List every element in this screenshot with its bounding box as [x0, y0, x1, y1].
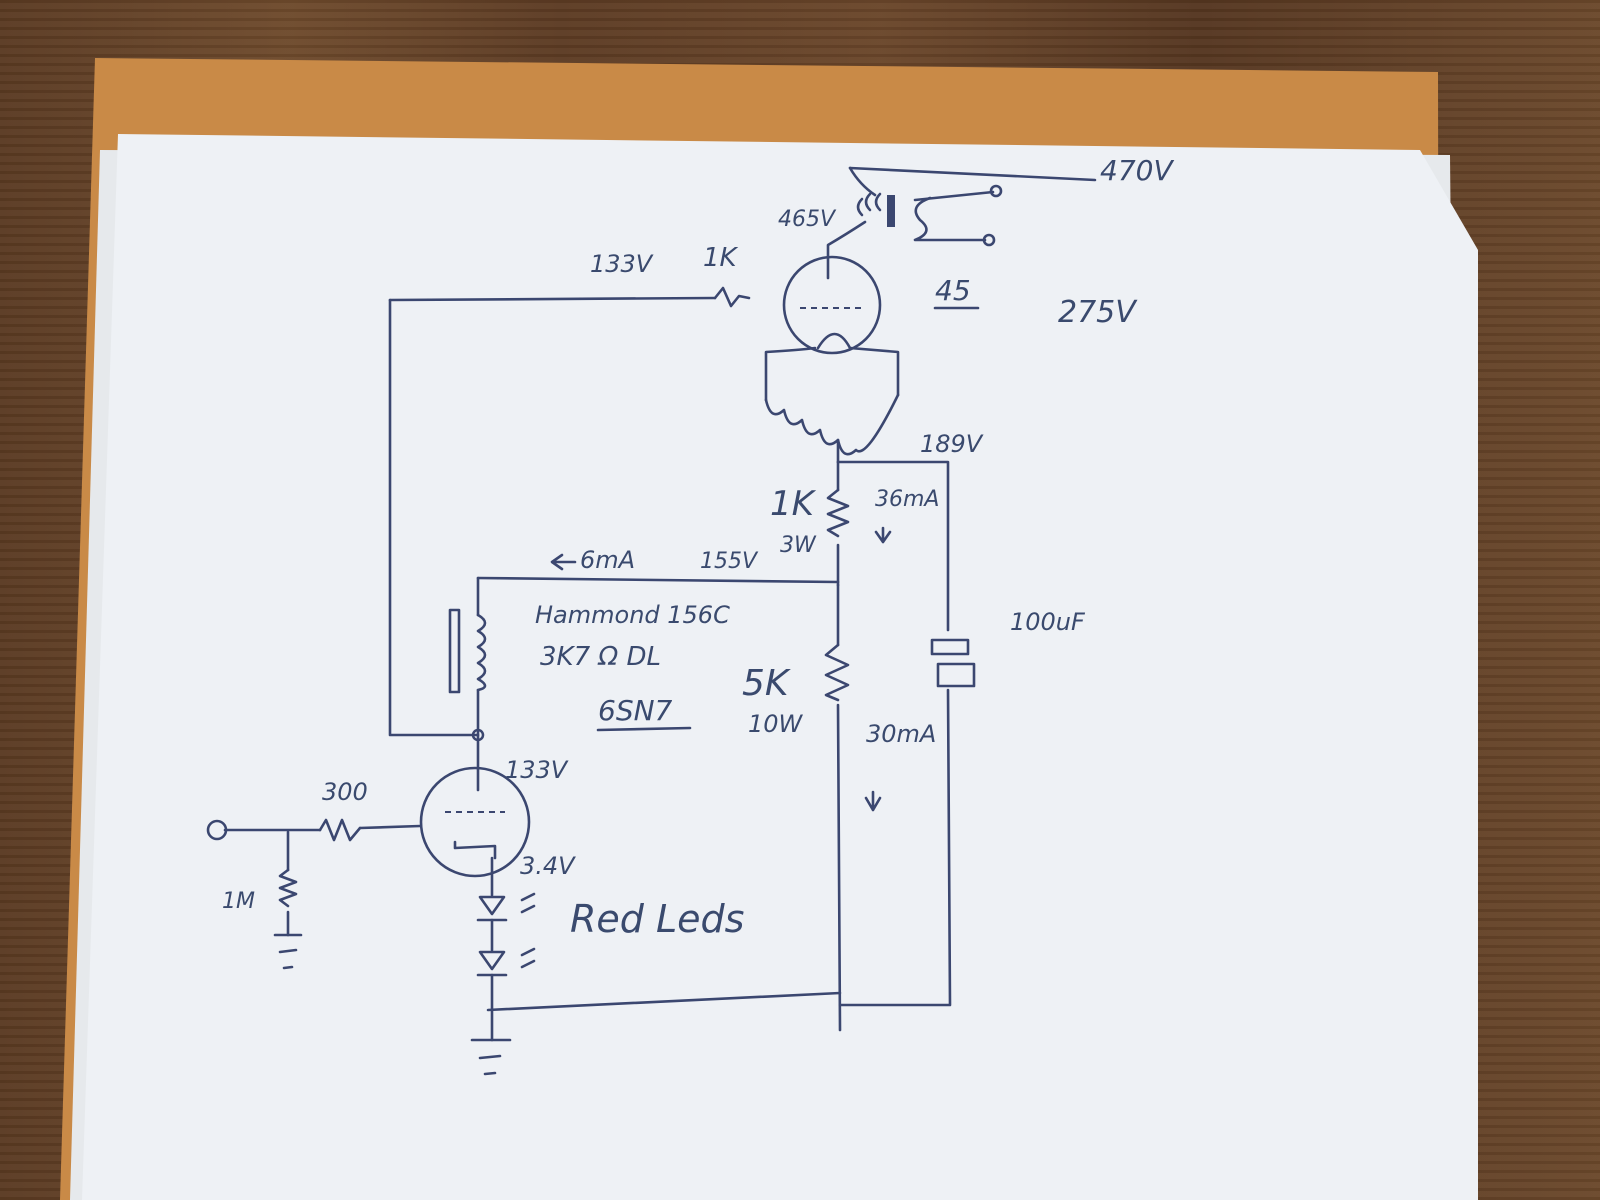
label-133v-top: 133V [590, 250, 654, 278]
label-1m: 1M [222, 889, 255, 914]
label-465v: 465V [778, 207, 837, 232]
resistor-300 [318, 818, 362, 842]
label-6ma: 6mA [580, 546, 635, 574]
label-100uf: 100uF [1010, 608, 1086, 636]
resistor-1k-3w [826, 488, 850, 538]
speaker-terminal-top [989, 184, 1003, 198]
ground-symbol-left [273, 933, 303, 970]
label-10w: 10W [748, 710, 804, 738]
grid-wire-45 [388, 296, 717, 302]
tube-6sn7-symbol [419, 766, 531, 878]
b-plus-wire [848, 166, 1097, 182]
label-1k-grid: 1K [703, 243, 739, 273]
label-3w: 3W [780, 533, 817, 558]
resistor-5k-10w [824, 643, 850, 702]
label-6sn7: 6SN7 [598, 694, 673, 727]
label-tube-45: 45 [935, 274, 971, 307]
node-155v-wire [476, 576, 840, 584]
ground-symbol-bottom [470, 1038, 512, 1076]
junction-dot [471, 728, 485, 742]
label-choke-name: Hammond 156C [535, 601, 730, 629]
ground-bus-wire [486, 991, 842, 1012]
ot-primary-lead [848, 166, 877, 197]
label-275v: 275V [1058, 295, 1138, 330]
cap-top-wire [836, 460, 950, 632]
output-transformer-symbol [856, 184, 1003, 247]
label-133v: 133V [505, 756, 569, 784]
grid-wire-6sn7 [358, 824, 422, 830]
cap-bottom-wire [838, 688, 952, 1007]
speaker-terminal-bottom [982, 233, 996, 247]
r5k-bottom-wire [836, 703, 842, 1032]
led-diode-lower [476, 947, 536, 977]
label-red-leds: Red Leds [570, 897, 744, 941]
label-3-4v: 3.4V [520, 852, 576, 880]
label-300: 300 [322, 778, 368, 806]
tube-45-symbol [782, 255, 882, 355]
underline-6sn7 [596, 726, 692, 732]
capacitor-100uf [930, 638, 976, 688]
label-36ma: 36mA [875, 487, 939, 512]
choke-hammond-symbol [448, 608, 487, 694]
arrow-36ma [874, 526, 892, 544]
paper-sheet [82, 134, 1478, 1200]
led-diode-upper [476, 892, 536, 922]
input-jack-icon [206, 819, 228, 841]
grid-resistor-1k [713, 286, 751, 308]
resistor-1m [278, 868, 298, 908]
label-155v: 155V [700, 549, 759, 574]
label-470v: 470V [1100, 154, 1174, 187]
label-189v: 189V [920, 430, 984, 458]
left-loop-wire [388, 298, 480, 737]
filament-lead-right [848, 346, 900, 397]
label-choke-spec: 3K7 Ω DL [540, 642, 661, 672]
arrow-30ma [864, 790, 882, 812]
label-1k-resistor: 1K [770, 484, 817, 524]
plate-lead-45 [826, 220, 867, 280]
arrow-6ma [550, 553, 577, 571]
label-5k: 5K [742, 663, 791, 704]
label-30ma: 30mA [866, 720, 936, 748]
filament-winding [764, 393, 900, 456]
